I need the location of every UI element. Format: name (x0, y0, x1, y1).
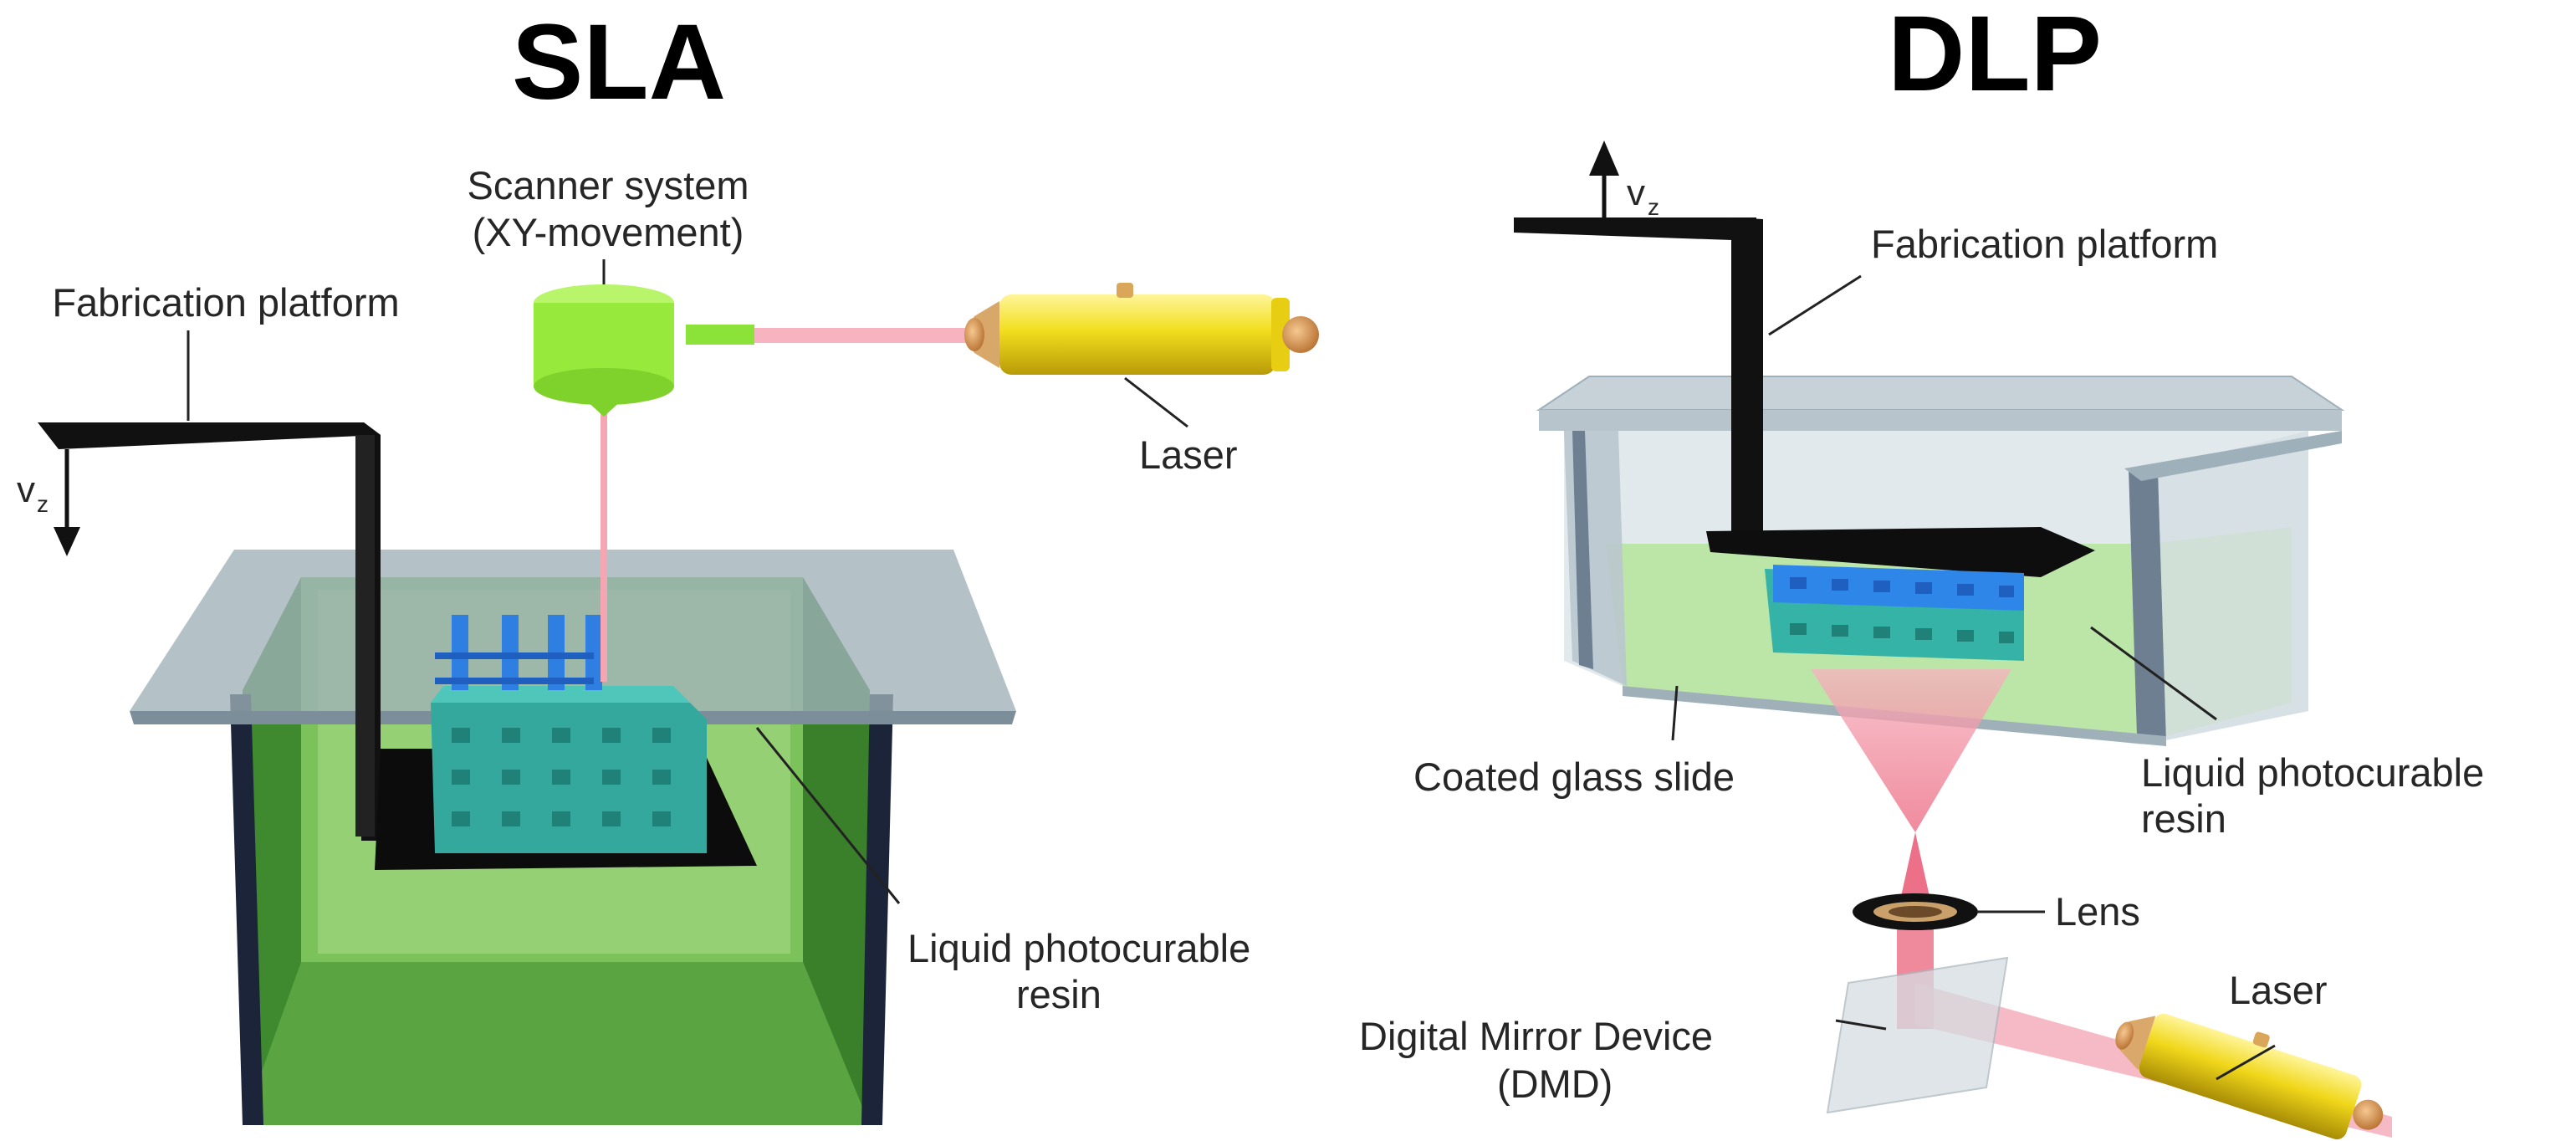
sla-printed-part (431, 615, 707, 853)
dlp-fabrication-platform-label: Fabrication platform (1871, 222, 2218, 266)
dlp-dmd-label-line2: (DMD) (1497, 1062, 1613, 1106)
sla-resin-label-line2: resin (1016, 972, 1101, 1016)
sla-resin-label-line1: Liquid photocurable (907, 926, 1250, 970)
dlp-resin-label-line2: resin (2141, 796, 2226, 841)
dlp-lens-label: Lens (2055, 889, 2140, 934)
scanner-icon (534, 284, 674, 417)
sla-fabrication-platform-label: Fabrication platform (52, 280, 399, 325)
sla-laser-beam-horizontal (753, 328, 979, 343)
dlp-printed-part (1765, 565, 2024, 661)
dlp-laser-label: Laser (2229, 968, 2328, 1012)
sla-scanner-label-line1: Scanner system (468, 163, 749, 207)
dlp-coated-glass-label: Coated glass slide (1413, 755, 1735, 799)
arrow-icon (54, 527, 80, 556)
dmd-mirror-icon (1826, 956, 2009, 1114)
sla-velocity-arrow: v z (17, 449, 80, 556)
sla-velocity-subscript: z (37, 491, 49, 517)
sla-velocity-label: v (17, 469, 35, 510)
sla-title: SLA (512, 3, 726, 122)
sla-laser-beam (601, 330, 607, 682)
dlp-diagram: DLP (1359, 0, 2484, 1140)
sla-scanner-label-line2: (XY-movement) (473, 210, 744, 254)
dlp-resin-label-line1: Liquid photocurable (2141, 750, 2484, 795)
sla-diagram: SLA (17, 3, 1319, 1125)
lens-icon (1853, 893, 1978, 930)
laser-icon (2115, 1013, 2384, 1140)
arrow-icon (1589, 141, 1619, 176)
laser-icon (964, 283, 1319, 375)
dlp-dmd-label-line1: Digital Mirror Device (1359, 1014, 1713, 1058)
dlp-velocity-label: v (1627, 172, 1645, 213)
sla-scanner-system (534, 284, 979, 682)
dlp-velocity-subscript: z (1648, 194, 1659, 220)
dlp-velocity-arrow: v z (1589, 141, 1659, 220)
dlp-title: DLP (1888, 0, 2102, 114)
dlp-fabrication-platform (1514, 217, 2095, 577)
sla-laser-label: Laser (1139, 432, 1238, 477)
